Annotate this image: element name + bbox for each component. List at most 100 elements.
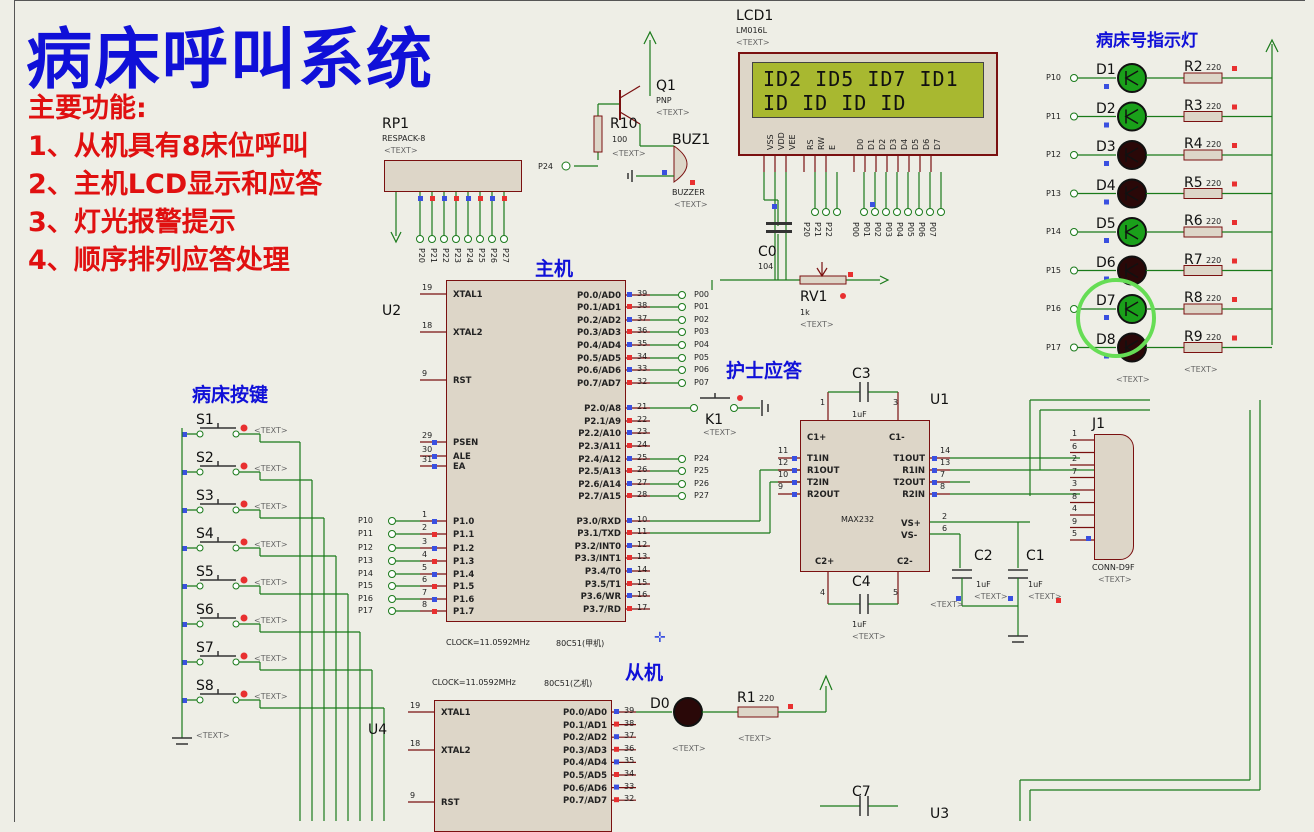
led-d7-lit[interactable] <box>1117 294 1147 324</box>
k1-ref: K1 <box>705 412 724 428</box>
lcd-net-p06: P06 <box>917 222 926 238</box>
pin-marker-blue <box>792 468 797 473</box>
led-res-ref-r5: R5 <box>1184 174 1203 191</box>
p2-terminal <box>678 455 686 463</box>
pin-marker-blue <box>932 468 937 473</box>
pin-marker-blue <box>627 367 632 372</box>
wire <box>619 111 641 125</box>
u2-pin-num: 17 <box>637 603 648 612</box>
rp1-net-p24: P24 <box>465 248 474 264</box>
lcd-net-terminal <box>822 208 830 216</box>
u2-clock: CLOCK=11.0592MHz <box>446 638 530 647</box>
u2-pin-num: 7 <box>422 588 428 597</box>
u2-ref: U2 <box>382 303 402 319</box>
p1-terminal <box>388 544 396 552</box>
lcd-pin-vdd: VDD <box>777 132 786 150</box>
led-d2-lit[interactable] <box>1117 101 1147 132</box>
u2-pin-label: P0.5/AD5 <box>577 354 621 364</box>
rp1-net-p25: P25 <box>477 248 486 264</box>
switch-terminal <box>232 430 240 438</box>
switch-terminal <box>196 544 204 552</box>
u2-p0-net-p01: P01 <box>694 302 710 311</box>
pin-marker-red <box>627 581 632 586</box>
u4-pin-num: 18 <box>410 739 421 748</box>
capacitor-plate <box>766 222 792 225</box>
u4-pin-num: 33 <box>624 781 635 791</box>
rp1-model: RESPACK-8 <box>382 134 426 143</box>
switch-ref-s5: S5 <box>196 564 214 580</box>
rp1-text-tag: <TEXT> <box>384 146 418 155</box>
switch-ref-s6: S6 <box>196 602 214 618</box>
wire <box>879 275 890 285</box>
u1-pin-num: 6 <box>942 524 948 533</box>
led-terminal <box>1070 151 1078 159</box>
pin-marker-blue <box>614 784 619 790</box>
rp1-terminal <box>440 235 448 243</box>
pin-marker-blue <box>932 456 937 461</box>
buzzer-body <box>673 145 688 183</box>
led-d4-unlit[interactable] <box>1117 178 1147 209</box>
wire <box>643 30 657 45</box>
k1-terminal <box>690 404 698 412</box>
led-net-p15: P15 <box>1046 265 1062 275</box>
c1-value: 1uF <box>1028 580 1043 589</box>
k1-text-tag: <TEXT> <box>703 428 737 437</box>
lcd-row-1: ID2 ID5 ID7 ID1 <box>763 67 959 91</box>
u2-pin-num: 11 <box>637 527 648 536</box>
u1-pin-num: 11 <box>778 446 789 455</box>
u2-p1-net-p16: P16 <box>358 594 374 603</box>
led-res-value-r5: 220 <box>1206 178 1222 188</box>
pin-marker-blue <box>792 480 797 485</box>
rp1-resistor-pack[interactable] <box>384 160 522 192</box>
u4-pin-label: P0.0/AD0 <box>563 708 607 718</box>
u2-pin-label: P1.5 <box>453 582 475 592</box>
switch-terminal <box>196 430 204 438</box>
u2-pin-label: P2.5/A13 <box>578 467 621 477</box>
pin-marker-blue <box>627 481 632 486</box>
pin-marker-red <box>1232 335 1237 341</box>
led-res-ref-r3: R3 <box>1184 97 1203 114</box>
lcd-pin-d7: D7 <box>933 138 942 150</box>
pin-marker-red <box>614 746 619 752</box>
u4-clock: CLOCK=11.0592MHz <box>432 678 516 687</box>
j1-pin-num: 2 <box>1072 454 1078 463</box>
led-d5-lit[interactable] <box>1117 217 1147 247</box>
p1-terminal <box>388 607 396 615</box>
u2-pin-num: 9 <box>422 369 428 378</box>
switch-text-tag: <TEXT> <box>254 578 288 587</box>
rp1-terminal <box>416 235 424 243</box>
u2-pin-num: 1 <box>422 510 428 519</box>
pin-marker-blue <box>627 430 632 435</box>
u2-pin-num: 24 <box>637 440 648 449</box>
pin-marker-blue <box>182 470 187 475</box>
j1-db9-connector[interactable] <box>1094 434 1134 560</box>
pin-marker-blue <box>182 432 187 437</box>
rp1-terminal <box>488 235 496 243</box>
switch-terminal <box>232 620 240 628</box>
switch-marker <box>240 614 248 622</box>
u4-pin-num: 39 <box>624 706 635 715</box>
led-d1-lit[interactable] <box>1117 63 1147 93</box>
page-title: 病床呼叫系统 <box>26 20 434 98</box>
c2-value: 1uF <box>976 580 991 589</box>
rp1-terminal <box>476 235 484 243</box>
switch-terminal <box>232 658 240 666</box>
p0-terminal <box>678 328 686 336</box>
u2-pin-label: P0.3/AD3 <box>577 328 621 338</box>
led-terminal <box>1070 74 1078 82</box>
led-d0-unlit[interactable] <box>673 697 703 727</box>
lcd-net-p07: P07 <box>928 222 937 238</box>
rp1-ref: RP1 <box>382 116 410 132</box>
switch-terminal <box>196 620 204 628</box>
u2-pin-label: P3.3/INT1 <box>574 554 621 564</box>
lcd-net-p21: P21 <box>813 222 822 238</box>
led-d3-unlit[interactable] <box>1117 140 1147 170</box>
lcd-row-2: ID ID ID ID <box>763 91 907 115</box>
pin-marker-blue <box>614 734 619 740</box>
lcd-pin-rw: RW <box>817 136 826 150</box>
